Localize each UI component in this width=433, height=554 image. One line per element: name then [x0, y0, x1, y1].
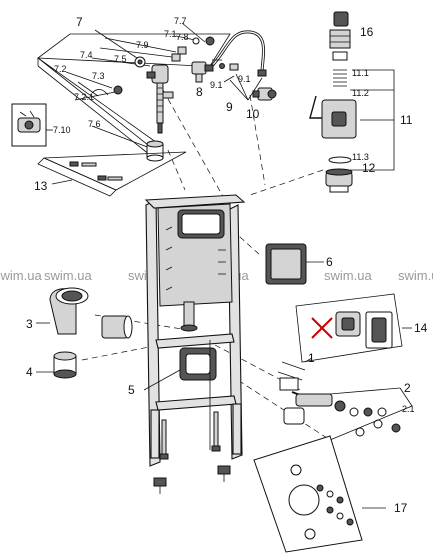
clip-7-3	[113, 85, 123, 95]
watermark-text: swim.ua	[0, 268, 42, 283]
callout-7-2: 7.2	[54, 64, 67, 74]
callout-7-10: 7.10	[53, 125, 71, 135]
remove-part-cross	[311, 317, 333, 339]
strainer-cup-7-6	[146, 140, 164, 162]
watermark-text: swim.ua	[398, 268, 433, 283]
callout-12: 12	[362, 161, 376, 175]
hose-nut	[257, 69, 267, 77]
callout-1: 1	[308, 351, 315, 365]
seal-7-9	[171, 53, 181, 62]
watermark-text: swim.ua	[44, 268, 92, 283]
flush-plate-kit-14	[295, 293, 412, 363]
callout-3: 3	[26, 317, 33, 331]
valve-10	[252, 87, 277, 101]
sleeve-4	[36, 351, 77, 379]
callout-6: 6	[326, 255, 333, 269]
fixing-screws	[69, 161, 123, 181]
insulation-fixings	[316, 484, 354, 526]
callout-7-6: 7.6	[88, 119, 101, 129]
callout-11-2: 11.2	[352, 88, 369, 98]
callout-7-2-1: 7.2.1	[74, 92, 94, 102]
watermark-text: swim.ua	[324, 268, 372, 283]
tool-7-10-box	[11, 103, 53, 147]
callout-14: 14	[414, 321, 428, 335]
callout-9: 9	[226, 100, 233, 114]
seal-7-1	[177, 46, 187, 55]
spring-11-1	[333, 69, 347, 87]
fill-valve	[146, 64, 174, 134]
callout-4: 4	[26, 365, 33, 379]
valve-9	[212, 59, 239, 83]
callout-7: 7	[76, 15, 83, 29]
callout-labels: 7 7.7 7.1 7.8 7.9 7.4 7.5 7.2 7.3 7.2.1 …	[26, 15, 428, 515]
callout-10: 10	[246, 107, 260, 121]
connector-sleeve	[101, 315, 133, 339]
callout-16: 16	[360, 25, 374, 39]
callout-7-4: 7.4	[80, 50, 93, 60]
callout-9-1-right: 9.1	[238, 74, 251, 84]
callout-7-8: 7.8	[176, 32, 189, 42]
actuator-box-6	[265, 243, 324, 285]
kit-7-panel	[36, 22, 231, 162]
callout-11: 11	[400, 113, 413, 127]
nut-7-7	[205, 36, 215, 46]
callout-8: 8	[196, 85, 203, 99]
seal-16	[332, 51, 348, 61]
angle-valve-8	[191, 61, 214, 83]
pipe-kit-2	[283, 387, 413, 441]
callout-2-1: 2.1	[402, 404, 415, 414]
part-16	[329, 29, 351, 49]
callout-11-1: 11.1	[352, 68, 369, 78]
spring-7-2-1	[91, 89, 109, 96]
outlet-12	[325, 168, 353, 193]
insulation-kit-17	[253, 435, 386, 553]
floor-fixings	[153, 411, 231, 494]
washer-7-8	[192, 37, 200, 45]
water-supply-group	[191, 30, 277, 101]
callout-7-3: 7.3	[92, 71, 105, 81]
gasket-11-3	[328, 156, 352, 164]
callout-9-1-left: 9.1	[210, 80, 223, 90]
callout-7-9: 7.9	[136, 40, 149, 50]
callout-17: 17	[394, 501, 408, 515]
callout-2: 2	[404, 381, 411, 395]
ring-7-5-core	[137, 59, 143, 65]
callout-11-3: 11.3	[352, 152, 369, 162]
elbow-pipe-3	[36, 287, 89, 335]
callout-7-1: 7.1	[164, 29, 177, 39]
callout-13: 13	[34, 179, 48, 193]
callout-5: 5	[128, 383, 135, 397]
part-16-top	[333, 11, 349, 27]
mounting-kit-13	[37, 151, 187, 197]
callout-7-5: 7.5	[114, 54, 127, 64]
callout-7-7: 7.7	[174, 16, 187, 26]
installation-frame	[144, 194, 246, 494]
flush-valve-group	[309, 11, 395, 193]
